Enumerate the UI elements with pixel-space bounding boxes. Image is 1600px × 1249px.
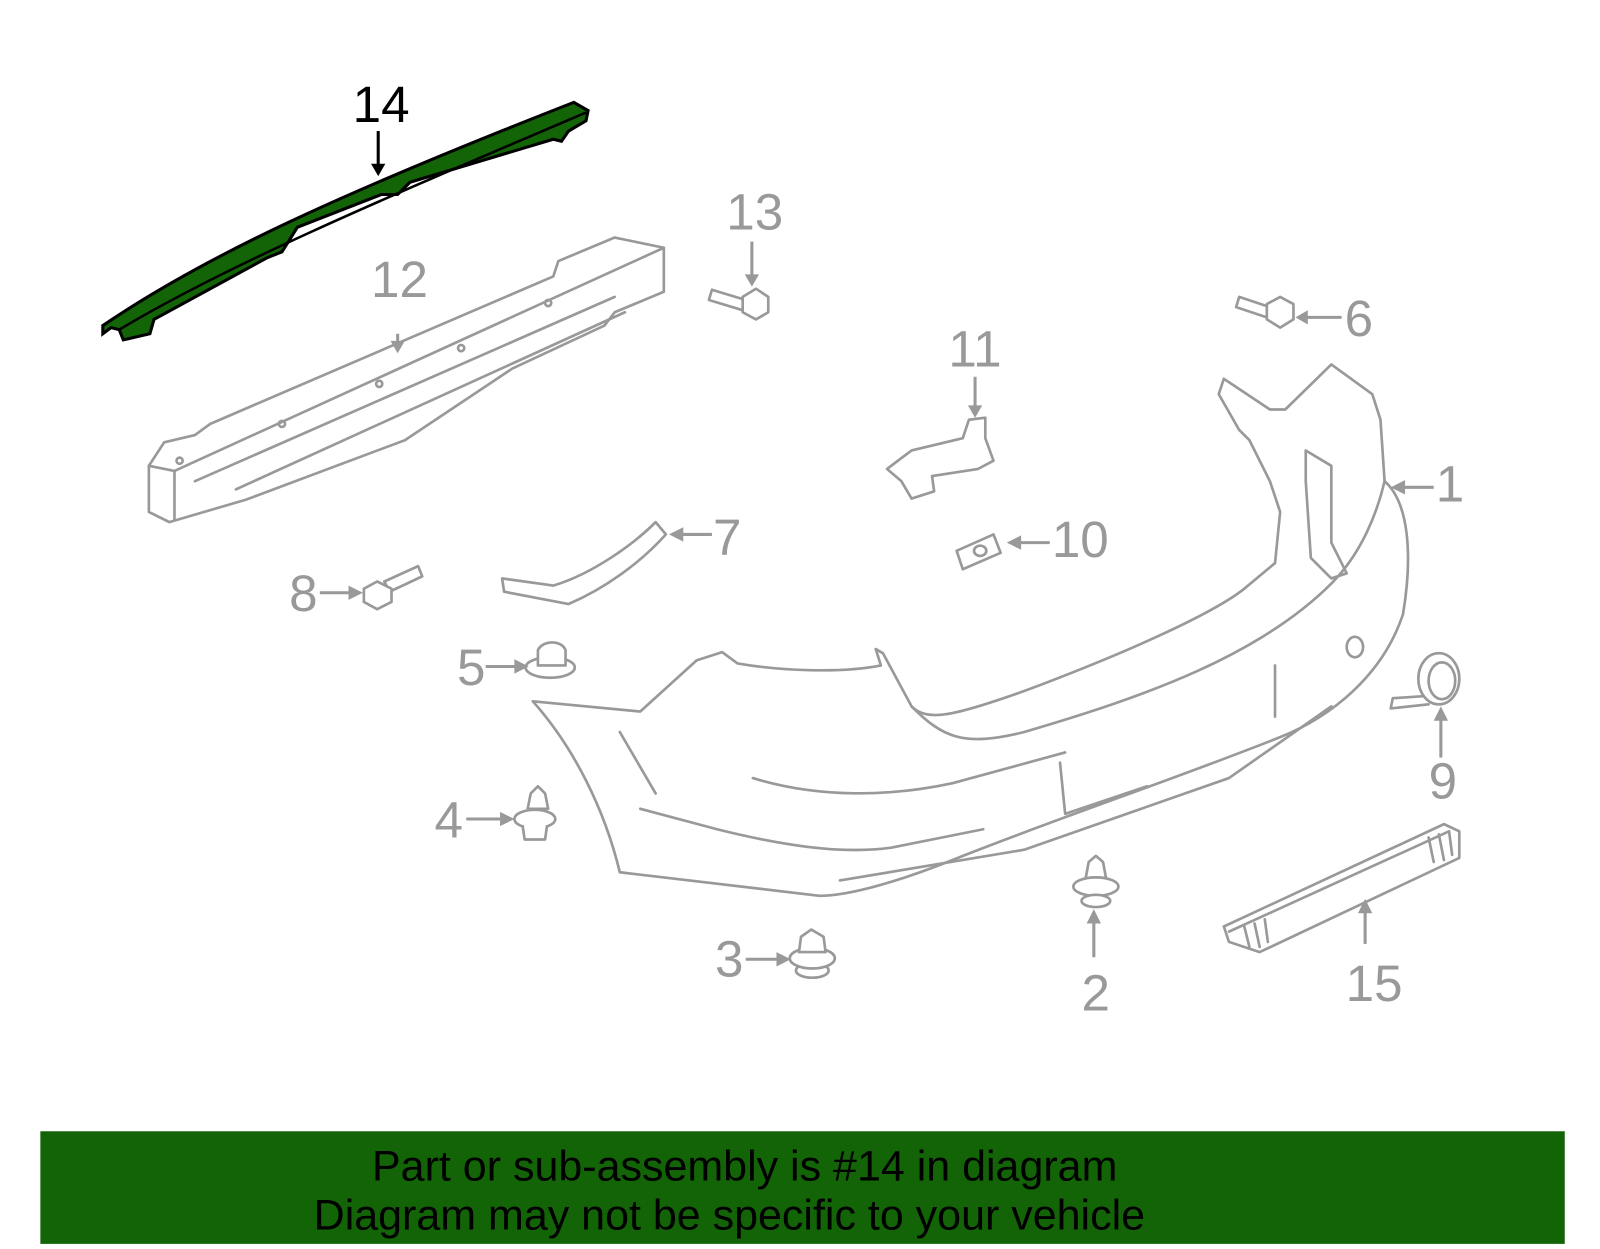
- part-12-reinforcement[interactable]: [147, 236, 666, 524]
- part-11-bracket[interactable]: [885, 416, 995, 500]
- callout-5: 5: [457, 639, 485, 696]
- banner-line-2: Diagram may not be specific to your vehi…: [314, 1192, 1145, 1240]
- callout-12: 12: [371, 251, 428, 308]
- callout-7: 7: [713, 509, 741, 566]
- callout-15: 15: [1346, 955, 1403, 1012]
- part-8-bolt[interactable]: [362, 564, 424, 611]
- callout-arrows: [319, 131, 1449, 967]
- part-10-nut[interactable]: [955, 533, 1002, 571]
- part-14-absorber[interactable]: [101, 100, 590, 342]
- part-15-reflector[interactable]: [1222, 822, 1461, 954]
- part-3-clip[interactable]: [788, 928, 837, 980]
- part-6-bolt[interactable]: [1234, 295, 1295, 329]
- callout-10: 10: [1052, 511, 1109, 568]
- callout-13: 13: [726, 183, 783, 240]
- callout-3: 3: [715, 931, 743, 988]
- callout-6: 6: [1345, 290, 1373, 347]
- part-5-clip[interactable]: [524, 641, 577, 680]
- banner-line-1: Part or sub-assembly is #14 in diagram: [372, 1142, 1117, 1190]
- callout-2: 2: [1082, 964, 1110, 1021]
- part-7-strip[interactable]: [500, 520, 668, 606]
- callout-11: 11: [948, 321, 1001, 378]
- info-banner: Part or sub-assembly is #14 in diagram D…: [40, 1131, 1565, 1244]
- part-13-bolt[interactable]: [707, 287, 770, 321]
- callout-1: 1: [1436, 456, 1464, 513]
- callout-14: 14: [353, 76, 410, 133]
- callout-8: 8: [289, 565, 317, 622]
- callout-9: 9: [1429, 753, 1457, 810]
- part-9-ring[interactable]: [1389, 651, 1461, 710]
- part-2-clip[interactable]: [1072, 854, 1120, 909]
- part-4-clip[interactable]: [513, 784, 557, 841]
- part-1-bumper-cover[interactable]: [531, 363, 1410, 898]
- callout-4: 4: [435, 791, 463, 848]
